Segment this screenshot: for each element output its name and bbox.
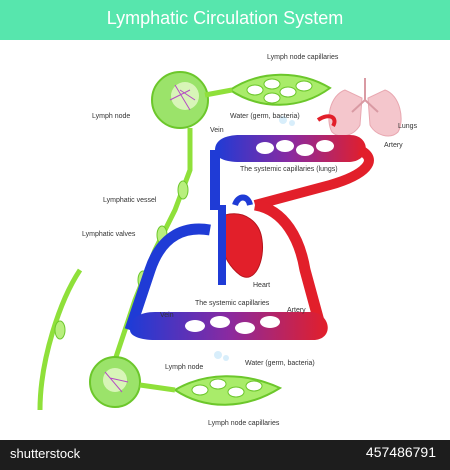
lymph-node-capillaries-bottom [139,375,283,406]
label-vein-bottom: Vein [160,312,174,319]
label-systemic-capillaries: The systemic capillaries [195,300,270,307]
label-lymph-node-capillaries-bottom: Lymph node capillaries [208,420,280,427]
label-artery-top: Artery [384,142,403,149]
label-lungs: Lungs [398,123,418,130]
label-vein-top: Vein [210,127,224,134]
lymph-node-capillaries-top [228,73,332,106]
lymph-node-top [151,71,233,129]
systemic-capillary-bed [130,312,328,340]
label-systemic-capillaries-lungs: The systemic capillaries (lungs) [240,166,338,173]
page-title: Lymphatic Circulation System [106,8,344,28]
lymph-node-bottom [89,356,141,408]
water-droplets-top [279,116,295,126]
watermark-image-id: 457486791 [365,444,436,460]
label-lymph-node-bottom: Lymph node [165,364,203,371]
label-lymphatic-valves: Lymphatic valves [82,231,136,238]
label-lymph-node-capillaries-top: Lymph node capillaries [267,54,339,61]
label-water-top: Water (germ, bacteria) [230,113,300,120]
label-artery-bottom: Artery [287,307,306,314]
watermark-brand: shutterstock [10,446,81,461]
label-lymphatic-vessel: Lymphatic vessel [103,197,157,204]
pulmonary-capillary-loop [210,114,374,210]
lymphatic-diagram: Lymph node capillaries Lymph node Lungs … [37,54,418,427]
label-heart: Heart [253,282,270,289]
lungs-illustration [328,78,402,137]
heart-illustration [218,194,264,285]
label-lymph-node-top: Lymph node [92,113,130,120]
water-droplets-bottom [214,351,229,361]
systemic-loop-vessels [124,199,326,332]
watermark-bar [0,440,450,470]
label-water-bottom: Water (germ, bacteria) [245,360,315,367]
title-banner [0,0,450,40]
